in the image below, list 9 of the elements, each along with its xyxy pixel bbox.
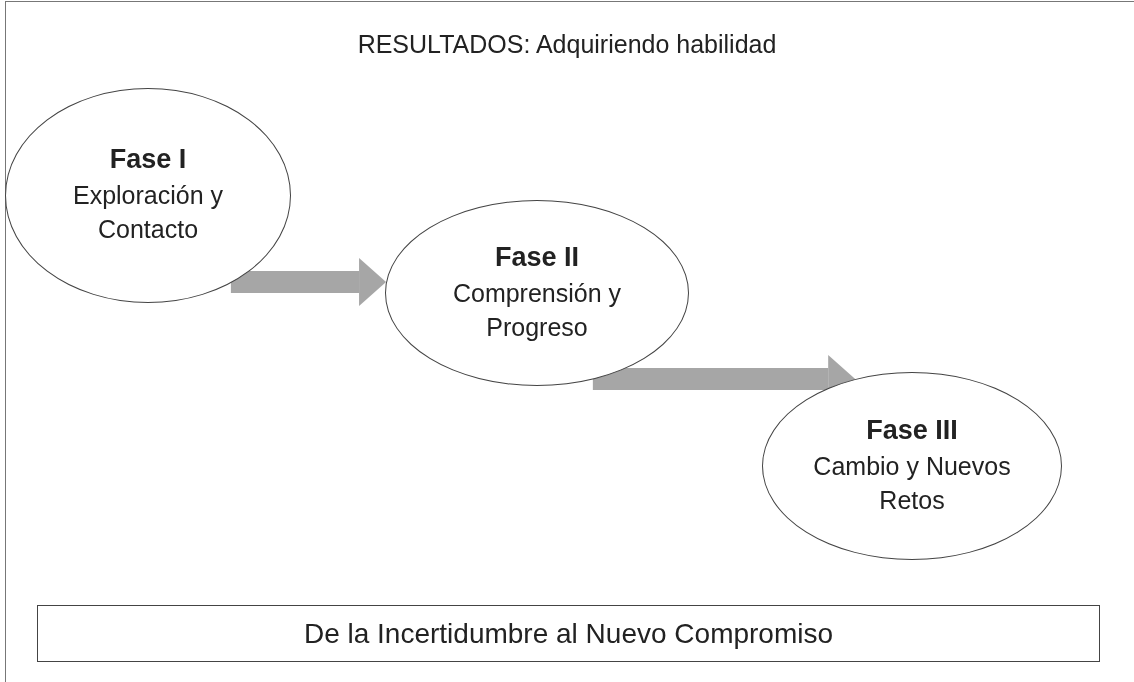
block-arrow bbox=[230, 258, 387, 306]
phase-heading: Fase I bbox=[109, 144, 187, 176]
phase-description: Comprensión y Progreso bbox=[451, 277, 623, 343]
phase-heading: Fase III bbox=[866, 414, 958, 446]
phase-description: Cambio y Nuevos Retos bbox=[812, 450, 1012, 516]
summary-box: De la Incertidumbre al Nuevo Compromiso bbox=[37, 605, 1100, 662]
phase-description: Exploración y Contacto bbox=[71, 180, 225, 245]
diagram-title: RESULTADOS: Adquiriendo habilidad bbox=[356, 30, 778, 59]
phase-heading: Fase II bbox=[494, 241, 579, 273]
